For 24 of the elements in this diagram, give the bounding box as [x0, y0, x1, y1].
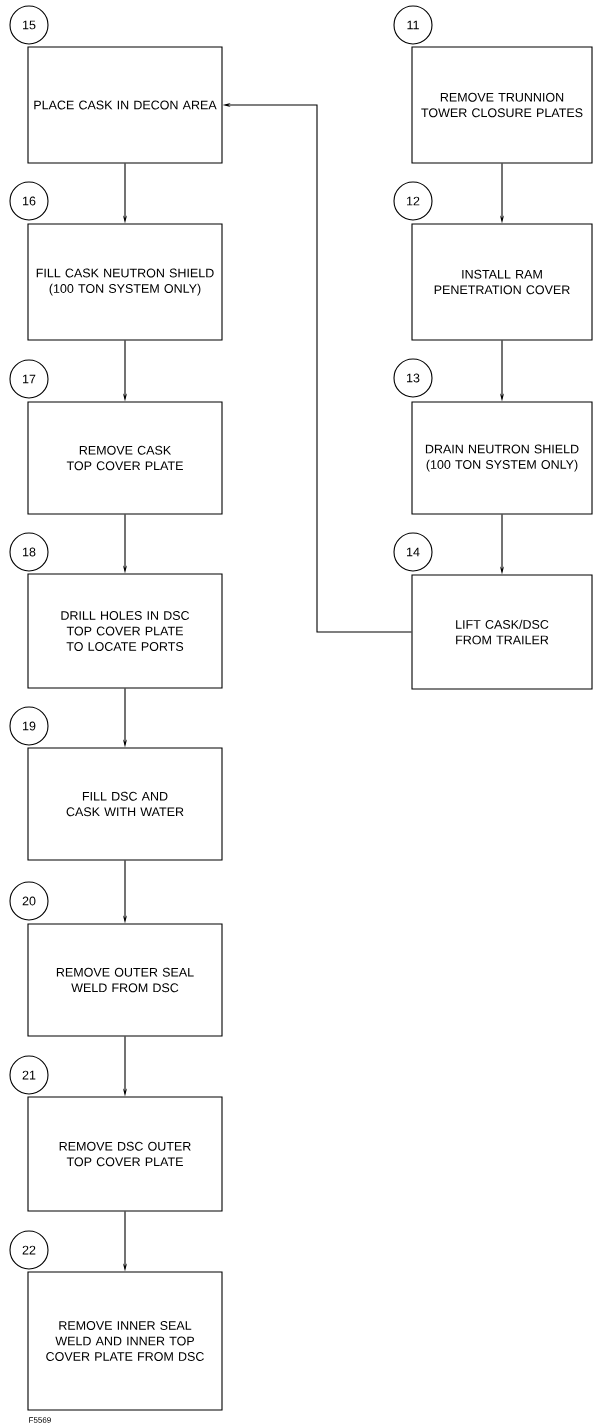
- step-number: 11: [393, 5, 433, 45]
- process-box: REMOVE DSC OUTER TOP COVER PLATE: [27, 1096, 223, 1212]
- step-number: 16: [9, 181, 49, 221]
- process-box: LIFT CASK/DSC FROM TRAILER: [411, 574, 593, 690]
- step-number: 17: [9, 359, 49, 399]
- process-box: DRILL HOLES IN DSC TOP COVER PLATE TO LOCATE PORTS: [27, 573, 223, 689]
- step-number: 22: [9, 1230, 49, 1270]
- process-box: REMOVE CASK TOP COVER PLATE: [27, 401, 223, 515]
- process-box: REMOVE INNER SEAL WELD AND INNER TOP COVER PLATE FROM DSC: [27, 1271, 223, 1411]
- step-number: 13: [393, 358, 433, 398]
- step-number: 19: [9, 706, 49, 746]
- process-box: FILL DSC AND CASK WITH WATER: [27, 747, 223, 861]
- step-number: 15: [9, 5, 49, 45]
- process-box: REMOVE OUTER SEAL WELD FROM DSC: [27, 923, 223, 1037]
- step-number: 14: [393, 532, 433, 572]
- step-number: 12: [393, 181, 433, 221]
- process-box: PLACE CASK IN DECON AREA: [27, 46, 223, 164]
- step-number: 18: [9, 532, 49, 572]
- process-box: FILL CASK NEUTRON SHIELD (100 TON SYSTEM ONLY): [27, 223, 223, 341]
- process-box: REMOVE TRUNNION TOWER CLOSURE PLATES: [411, 46, 593, 164]
- process-box: DRAIN NEUTRON SHIELD (100 TON SYSTEM ONLY): [411, 401, 593, 515]
- step-number: 20: [9, 881, 49, 921]
- step-number: 21: [9, 1055, 49, 1095]
- process-box: INSTALL RAM PENETRATION COVER: [411, 223, 593, 341]
